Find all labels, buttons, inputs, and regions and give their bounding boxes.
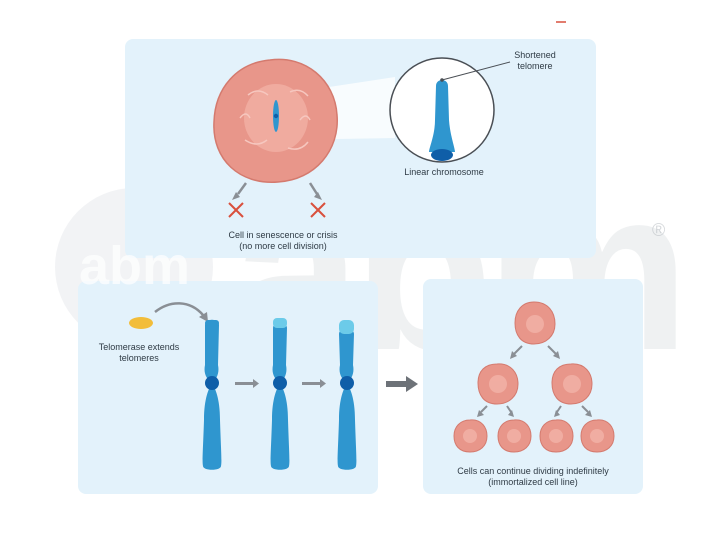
chromosome-3 — [337, 320, 357, 470]
telomere-pointer-line — [441, 61, 511, 81]
senescence-arrows — [232, 182, 322, 200]
telomere-pointer-dot — [440, 78, 444, 82]
chromosome-arrows — [235, 379, 326, 388]
new-telomere-segment — [339, 320, 354, 334]
label-senescence: Cell in senescence or crisis (no more ce… — [228, 230, 338, 251]
label-shortened-telomere: Shortened telomere — [514, 50, 556, 71]
division-arrows — [477, 345, 592, 417]
transition-arrow — [386, 376, 418, 392]
watermark-registered-mark: ® — [652, 220, 666, 240]
chromosome-2 — [270, 318, 290, 470]
watermark-logo-text: abm — [78, 236, 191, 296]
telomerase-enzyme — [129, 317, 153, 329]
linear-chromosome — [429, 80, 455, 161]
large-cell — [213, 58, 338, 183]
cell-nuclei — [463, 315, 604, 443]
label-telomerase: Telomerase extends telomeres — [98, 342, 180, 363]
new-telomere-segment — [273, 318, 287, 328]
panel-telomerase-extension — [78, 281, 378, 494]
label-linear-chromosome: Linear chromosome — [404, 167, 484, 177]
label-immortalized: Cells can continue dividing indefinitely… — [457, 466, 609, 487]
chromosome-1 — [202, 319, 222, 470]
telomerase-arrow — [154, 302, 204, 316]
panel-telomere-shortening — [125, 39, 596, 258]
cross-icon — [228, 202, 326, 218]
